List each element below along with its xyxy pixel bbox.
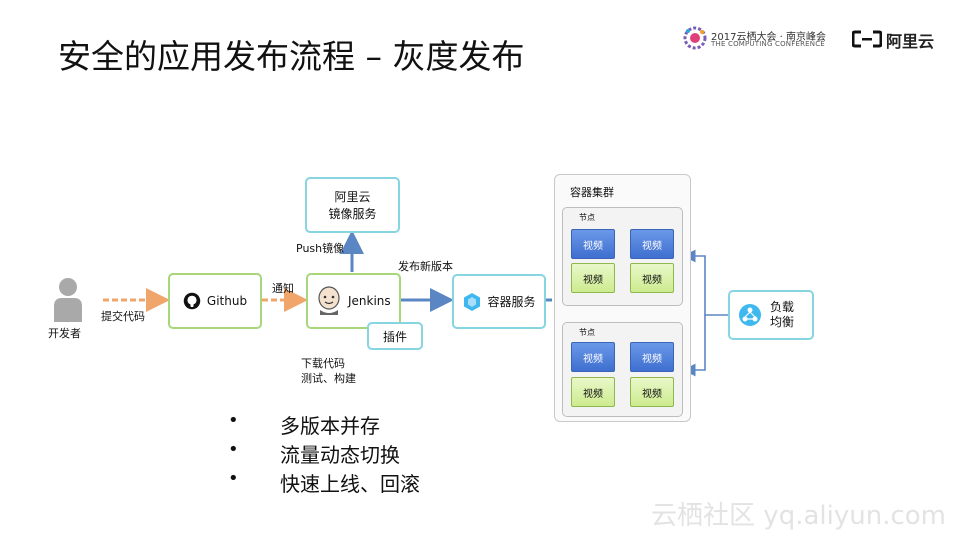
pod-label: 视频 bbox=[583, 274, 603, 286]
commit-label: 提交代码 bbox=[101, 310, 145, 323]
registry-label-line2: 镜像服务 bbox=[328, 207, 377, 221]
bullet-marker: • bbox=[228, 439, 239, 460]
conference-name: 2017云栖大会 · 南京峰会 bbox=[711, 32, 826, 43]
node2-label: 节点 bbox=[579, 328, 595, 337]
registry-label-line1: 阿里云 bbox=[334, 190, 371, 204]
cluster-label: 容器集群 bbox=[570, 186, 614, 199]
conference-logo-icon bbox=[683, 26, 707, 50]
jenkins-steps-line1: 下载代码 bbox=[301, 357, 345, 370]
pod-label: 视频 bbox=[583, 353, 603, 365]
pod-new-version: 视频 bbox=[630, 342, 674, 372]
pod-label: 视频 bbox=[642, 274, 662, 286]
cluster-node-1: 节点 视频 视频 视频 视频 bbox=[562, 207, 683, 306]
lb-to-node2-arrow bbox=[682, 315, 706, 377]
pod-old-version: 视频 bbox=[630, 263, 674, 293]
bullet-text: 快速上线、回滚 bbox=[280, 472, 420, 496]
load-balancer-label-line1: 负载 bbox=[770, 300, 795, 314]
jenkins-label: Jenkins bbox=[348, 294, 391, 308]
developer-label: 开发者 bbox=[48, 327, 81, 340]
pod-label: 视频 bbox=[583, 240, 603, 252]
github-box: Github bbox=[168, 273, 262, 329]
plugin-label: 插件 bbox=[382, 329, 407, 344]
release-label: 发布新版本 bbox=[398, 260, 453, 273]
load-balancer-box: 负载 均衡 bbox=[728, 290, 814, 340]
jenkins-box: Jenkins bbox=[306, 273, 401, 329]
page-title: 安全的应用发布流程 – 灰度发布 bbox=[58, 37, 525, 76]
conference-logo: 2017云栖大会 · 南京峰会 THE COMPUTING CONFERENCE bbox=[683, 26, 833, 52]
container-service-label: 容器服务 bbox=[487, 295, 536, 309]
github-label: Github bbox=[206, 294, 248, 308]
jenkins-icon bbox=[318, 286, 340, 315]
notify-label: 通知 bbox=[272, 282, 294, 295]
lb-to-node1-arrow bbox=[682, 249, 728, 316]
container-service-box: 容器服务 bbox=[452, 274, 546, 329]
plugin-box: 插件 bbox=[367, 322, 423, 350]
pod-new-version: 视频 bbox=[630, 229, 674, 259]
pod-old-version: 视频 bbox=[571, 263, 615, 293]
cluster-node-2: 节点 视频 视频 视频 视频 bbox=[562, 322, 683, 417]
bullet-text: 多版本并存 bbox=[280, 414, 380, 438]
node1-label: 节点 bbox=[579, 213, 595, 222]
pod-label: 视频 bbox=[642, 388, 662, 400]
watermark: 云栖社区 yq.aliyun.com bbox=[651, 501, 946, 531]
container-cluster: 容器集群 节点 视频 视频 视频 视频 节点 视频 视频 视频 视频 bbox=[554, 174, 691, 422]
registry-box: 阿里云 镜像服务 bbox=[305, 177, 400, 233]
pod-label: 视频 bbox=[642, 240, 662, 252]
pod-old-version: 视频 bbox=[630, 377, 674, 407]
pod-new-version: 视频 bbox=[571, 342, 615, 372]
container-service-icon bbox=[464, 292, 481, 311]
push-label: Push镜像 bbox=[296, 242, 345, 255]
aliyun-logo-text: 阿里云 bbox=[886, 32, 935, 51]
load-balancer-icon bbox=[739, 304, 761, 326]
aliyun-logo-icon bbox=[852, 30, 882, 48]
bullet-marker: • bbox=[228, 410, 239, 431]
bullet-marker: • bbox=[228, 468, 239, 489]
pod-old-version: 视频 bbox=[571, 377, 615, 407]
bullet-text: 流量动态切换 bbox=[280, 443, 400, 467]
pod-label: 视频 bbox=[583, 388, 603, 400]
load-balancer-label-line2: 均衡 bbox=[770, 315, 795, 329]
developer-icon bbox=[54, 278, 82, 322]
jenkins-steps-line2: 测试、构建 bbox=[301, 372, 356, 385]
pod-label: 视频 bbox=[642, 353, 662, 365]
github-icon bbox=[183, 292, 201, 310]
conference-subtitle: THE COMPUTING CONFERENCE bbox=[711, 40, 825, 48]
pod-new-version: 视频 bbox=[571, 229, 615, 259]
